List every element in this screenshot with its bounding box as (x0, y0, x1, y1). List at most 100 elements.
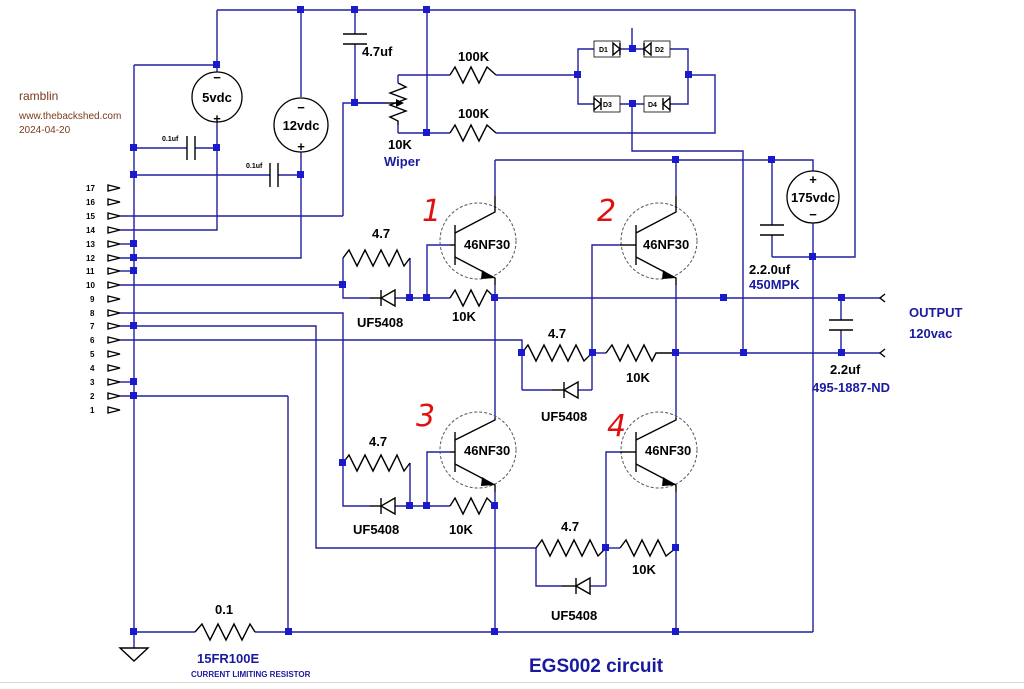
pin-2-label: 2 (90, 392, 95, 401)
handwritten-3: 3 (416, 399, 435, 434)
mosfet-1-label: 46NF30 (464, 237, 510, 252)
output-voltage: 120vac (909, 326, 952, 341)
pin-3: 3 (90, 378, 121, 387)
diode-d1: D1 (593, 40, 622, 58)
pin-10-label: 10 (86, 281, 95, 290)
cap-output: 2.2uf 495-1887-ND (812, 319, 890, 395)
site-label: www.thebackshed.com (18, 111, 121, 122)
shunt-note: CURRENT LIMITING RESISTOR (191, 670, 311, 679)
pin-5-label: 5 (90, 350, 95, 359)
pin-15: 15 (86, 212, 121, 221)
source-12vdc-label: 12vdc (283, 118, 320, 133)
diode-d1-label: D1 (599, 47, 608, 54)
pin-13-label: 13 (86, 240, 95, 249)
cap-0-1uf-b-label: 0.1uf (246, 163, 263, 170)
gate-1-diode-label: UF5408 (357, 315, 403, 330)
wires (120, 9, 880, 648)
source-5vdc-label: 5vdc (202, 90, 232, 105)
diode-d3-label: D3 (603, 102, 612, 109)
pin-14-label: 14 (86, 226, 95, 235)
pin-7: 7 (90, 322, 121, 331)
resistor-100k-a: 100K (449, 49, 497, 85)
gate-network-1: 4.7 UF5408 10K (342, 226, 496, 330)
diode-d4: D4 (643, 95, 671, 113)
pin-5: 5 (90, 350, 121, 359)
pin-17-label: 17 (86, 184, 95, 193)
bridge: D1 D2 D3 D4 (593, 40, 671, 113)
source-5vdc: − + 5vdc (191, 70, 243, 126)
gate-network-3: 4.7 UF5408 10K (342, 434, 496, 537)
gate-4-resistor-label: 4.7 (561, 519, 579, 534)
cap-0-1uf-a: 0.1uf (162, 136, 196, 160)
pin-4: 4 (90, 364, 121, 373)
pin-6: 6 (90, 336, 121, 345)
mosfet-3-label: 46NF30 (464, 443, 510, 458)
pin-4-label: 4 (90, 364, 95, 373)
shunt-value: 0.1 (215, 602, 233, 617)
cap-4-7uf: 4.7uf (343, 33, 393, 59)
cap-bus-part: 450MPK (749, 277, 800, 292)
resistor-100k-b: 100K (449, 106, 497, 143)
cap-output-part: 495-1887-ND (812, 380, 890, 395)
pin-1-label: 1 (90, 406, 95, 415)
pulldown-3-label: 10K (449, 522, 473, 537)
date-label: 2024-04-20 (19, 125, 71, 136)
pin-14: 14 (86, 226, 121, 235)
source-175vdc: + − 175vdc (786, 170, 840, 224)
pin-13: 13 (86, 240, 121, 249)
gate-3-diode-label: UF5408 (353, 522, 399, 537)
pin-16-label: 16 (86, 198, 95, 207)
pin-11: 11 (86, 267, 121, 276)
pin-3-label: 3 (90, 378, 95, 387)
pin-8-label: 8 (90, 309, 95, 318)
source-12vdc: − + 12vdc (273, 97, 329, 154)
pulldown-2-label: 10K (626, 370, 650, 385)
pin-9: 9 (90, 295, 121, 304)
pin-15-label: 15 (86, 212, 95, 221)
pin-6-label: 6 (90, 336, 95, 345)
source-175vdc-label: 175vdc (791, 190, 835, 205)
page-title: EGS002 circuit (529, 656, 664, 677)
pin-7-label: 7 (90, 322, 95, 331)
diode-d2-label: D2 (655, 47, 664, 54)
gate-4-diode-label: UF5408 (551, 608, 597, 623)
svg-text:+: + (809, 172, 817, 187)
gate-1-resistor-label: 4.7 (372, 226, 390, 241)
gate-2-resistor-label: 4.7 (548, 326, 566, 341)
cap-bus: 2.2.0uf 450MPK (749, 224, 800, 292)
pulldown-4-label: 10K (632, 562, 656, 577)
mosfet-4-label: 46NF30 (645, 443, 691, 458)
pin-17: 17 (86, 184, 121, 193)
diode-d3: D3 (593, 95, 621, 113)
cap-0-1uf-b: 0.1uf (246, 163, 279, 187)
svg-text:+: + (297, 139, 305, 154)
pin-1: 1 (90, 406, 121, 415)
pin-2: 2 (90, 392, 121, 401)
diode-d2: D2 (642, 40, 671, 58)
pin-16: 16 (86, 198, 121, 207)
output-label: OUTPUT (909, 305, 963, 320)
gate-network-2: 4.7 UF5408 10K (521, 326, 676, 424)
pin-12-label: 12 (86, 254, 95, 263)
pulldown-1-label: 10K (452, 309, 476, 324)
mosfet-2-label: 46NF30 (643, 237, 689, 252)
author-label: ramblin (19, 89, 58, 103)
shunt-part: 15FR100E (197, 651, 259, 666)
gate-network-4: 4.7 UF5408 10K (535, 519, 677, 623)
resistor-100k-b-label: 100K (458, 106, 490, 121)
pin-8: 8 (90, 309, 121, 318)
pot-10k-label: 10K (388, 137, 412, 152)
svg-text:+: + (213, 111, 221, 126)
gate-2-diode-label: UF5408 (541, 409, 587, 424)
cap-0-1uf-a-label: 0.1uf (162, 136, 179, 143)
cap-output-label: 2.2uf (830, 362, 861, 377)
cap-4-7uf-label: 4.7uf (362, 44, 393, 59)
ground-icon (118, 647, 150, 662)
handwritten-4: 4 (607, 409, 626, 444)
mosfet-1: 46NF30 (439, 196, 517, 285)
shunt-resistor: 0.1 15FR100E CURRENT LIMITING RESISTOR (191, 602, 311, 679)
cap-bus-label: 2.2.0uf (749, 262, 791, 277)
mosfet-2: 46NF30 (620, 196, 698, 285)
pin-9-label: 9 (90, 295, 95, 304)
